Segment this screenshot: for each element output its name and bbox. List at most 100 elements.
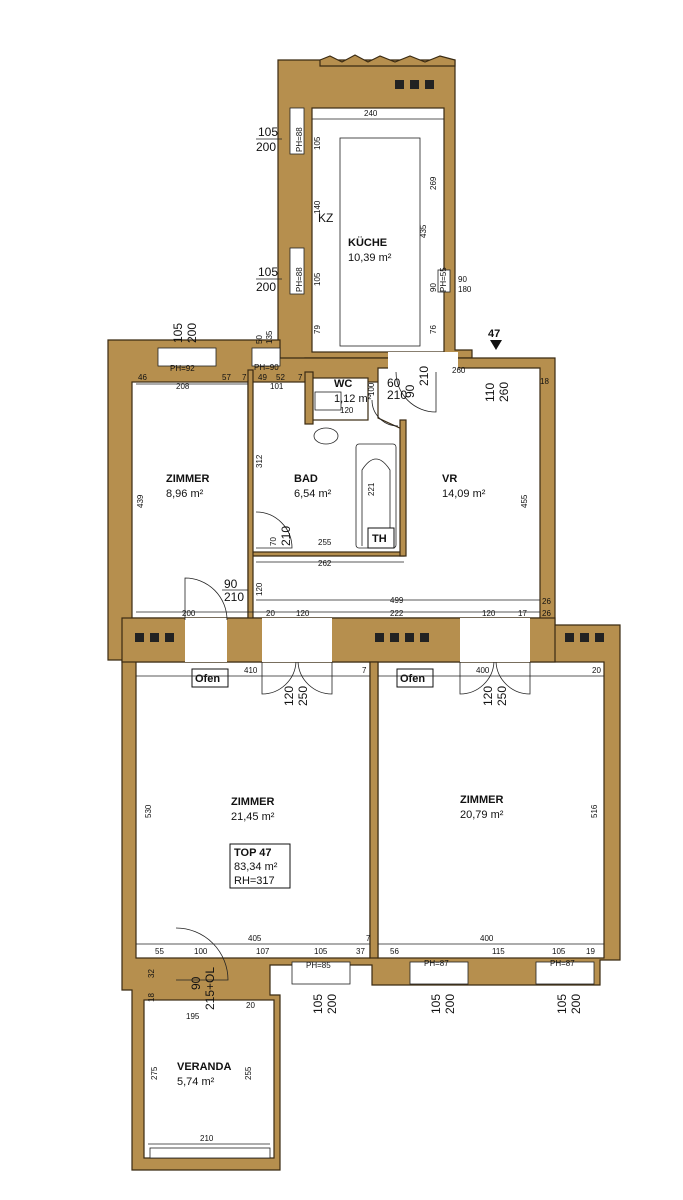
dim: 7 [242, 373, 247, 382]
dim: 269 [429, 176, 438, 190]
window-z-right-1 [409, 961, 469, 985]
win-ph: PH=88 [295, 127, 304, 152]
room-area-bad: 6,54 m² [294, 488, 332, 500]
win-w: 90 [458, 275, 467, 284]
dimensions: 240 105 269 435 140 105 90 79 76 46 57 7… [136, 109, 601, 1143]
door-swing [495, 661, 531, 695]
door-tags: 110 260 60 210 90 210 70 210 90 210 120 … [189, 366, 511, 1010]
dim: 210 [200, 1134, 214, 1143]
wc-interior [311, 377, 369, 421]
dim: 275 [150, 1066, 159, 1080]
door-w: 120 [282, 686, 296, 706]
room-labels: KÜCHE 10,39 m² WC 1,12 m² BAD 6,54 m² VR… [166, 236, 504, 1088]
win-w: 50 [255, 335, 264, 344]
dim: 7 [362, 666, 367, 675]
dim: 105 [313, 136, 322, 150]
win-w: 105 [258, 125, 278, 139]
room-area-vr: 14,09 m² [442, 488, 486, 500]
unit-marker-label: 47 [488, 328, 500, 340]
dim: 105 [313, 272, 322, 286]
room-name-veranda: VERANDA [177, 1061, 231, 1073]
dim: 49 [258, 373, 267, 382]
room-name-zimmer-left: ZIMMER [231, 796, 274, 808]
dim: 120 [482, 609, 496, 618]
win-w: 105 [311, 994, 325, 1014]
room-area-kueche: 10,39 m² [348, 252, 392, 264]
dim: 7 [298, 373, 303, 382]
dim: 255 [318, 538, 332, 547]
win-ph: PH=92 [170, 364, 195, 373]
room-name-vr: VR [442, 473, 457, 485]
flue-icon [165, 633, 174, 642]
ofen-label-left: Ofen [195, 673, 220, 685]
dim: 37 [356, 947, 365, 956]
unit-title: TOP 47 [234, 847, 272, 859]
zimmer-right-interior [377, 661, 605, 959]
dim: 140 [313, 200, 322, 214]
room-name-wc: WC [334, 378, 352, 390]
win-ph: PH=85 [306, 961, 331, 970]
door-swing [175, 927, 229, 981]
room-name-bad: BAD [294, 473, 318, 485]
dim: 260 [452, 366, 466, 375]
flue-icon [150, 633, 159, 642]
door-w: 90 [224, 577, 238, 591]
door-w: 60 [387, 376, 401, 390]
door-swing [297, 661, 333, 695]
dim: 455 [520, 494, 529, 508]
door-h: 210 [387, 388, 407, 402]
dim: 79 [313, 325, 322, 334]
room-name-zimmer-right: ZIMMER [460, 794, 503, 806]
dim: 52 [276, 373, 285, 382]
door-w: 70 [269, 537, 278, 546]
dim: 90 [429, 283, 438, 292]
bathtub-inner [361, 458, 391, 546]
dim: 255 [244, 1066, 253, 1080]
wall-zimmers [369, 661, 379, 959]
dim: 120 [340, 406, 354, 415]
win-w: 105 [171, 323, 185, 343]
flue-icon [375, 633, 384, 642]
dim: 18 [540, 377, 549, 386]
dim: 120 [255, 582, 264, 596]
door-swing [395, 371, 437, 413]
win-h: 135 [265, 330, 274, 344]
door-h: 250 [296, 686, 310, 706]
dim: 26 [542, 597, 551, 606]
dim: 19 [586, 947, 595, 956]
room-name-kueche: KÜCHE [348, 236, 387, 249]
door-h: 250 [495, 686, 509, 706]
dim: 222 [390, 609, 404, 618]
wall-wc [304, 371, 314, 425]
dim: 76 [429, 325, 438, 334]
veranda-interior [143, 999, 275, 1159]
dim: 26 [542, 609, 551, 618]
dim: 516 [590, 804, 599, 818]
window-veranda [149, 1147, 271, 1159]
flue-icon [580, 633, 589, 642]
room-area-zimmer-right: 20,79 m² [460, 809, 504, 821]
win-ph: PH=87 [550, 959, 575, 968]
dim: 100 [367, 382, 376, 396]
dim: 107 [256, 947, 270, 956]
dimension-lines [136, 118, 604, 1145]
unit-area: 83,34 m² [234, 861, 278, 873]
flue-icon [420, 633, 429, 642]
door-h: 260 [497, 382, 511, 402]
toilet [314, 391, 342, 411]
unit-info: TOP 47 83,34 m² RH=317 47 [229, 328, 502, 889]
flues [135, 80, 604, 642]
windows [149, 107, 595, 1159]
flue-icon [595, 633, 604, 642]
dim: 439 [136, 494, 145, 508]
wall-zimmer-bad [247, 369, 254, 621]
unit-box [229, 843, 291, 889]
doors [175, 352, 531, 981]
dim: 20 [592, 666, 601, 675]
door-swing [261, 661, 297, 695]
door-opening [185, 618, 227, 662]
dim: 46 [138, 373, 147, 382]
dim: 55 [155, 947, 164, 956]
dim: 105 [314, 947, 328, 956]
